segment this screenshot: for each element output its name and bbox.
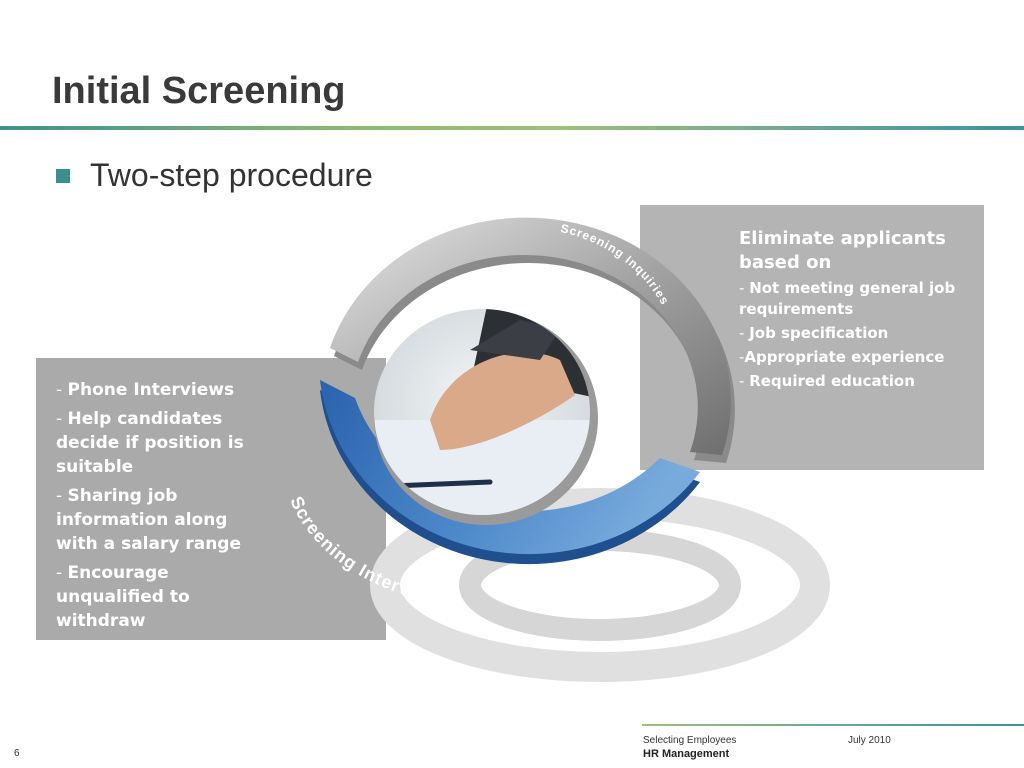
right-panel-item: - Not meeting general job requirements [739,279,956,318]
footer-date: July 2010 [848,735,891,746]
bottom-arc [320,380,700,565]
title-divider [0,126,1024,130]
right-panel-item: - Job specification [739,324,889,342]
top-arc [330,217,735,463]
right-panel-heading: Eliminate applicants based on [739,228,946,273]
bullet-square-icon [56,169,70,183]
left-panel-item: - Sharing job information along with a s… [56,486,241,554]
footer-department: HR Management [643,748,730,760]
page-number: 6 [14,748,20,759]
footer-presentation-title: Selecting Employees [643,735,737,746]
right-panel-item: -Appropriate experience [739,348,945,366]
left-panel-item: - Encourage unqualified to withdraw [56,563,190,631]
right-panel-item: - Required education [739,372,915,390]
left-panel-item: - Phone Interviews [56,380,235,400]
footer-divider [642,724,1024,726]
bullet-text: Two-step procedure [90,157,373,193]
left-panel-item: - Help candidates decide if position is … [56,409,244,477]
slide-title: Initial Screening [52,70,346,112]
